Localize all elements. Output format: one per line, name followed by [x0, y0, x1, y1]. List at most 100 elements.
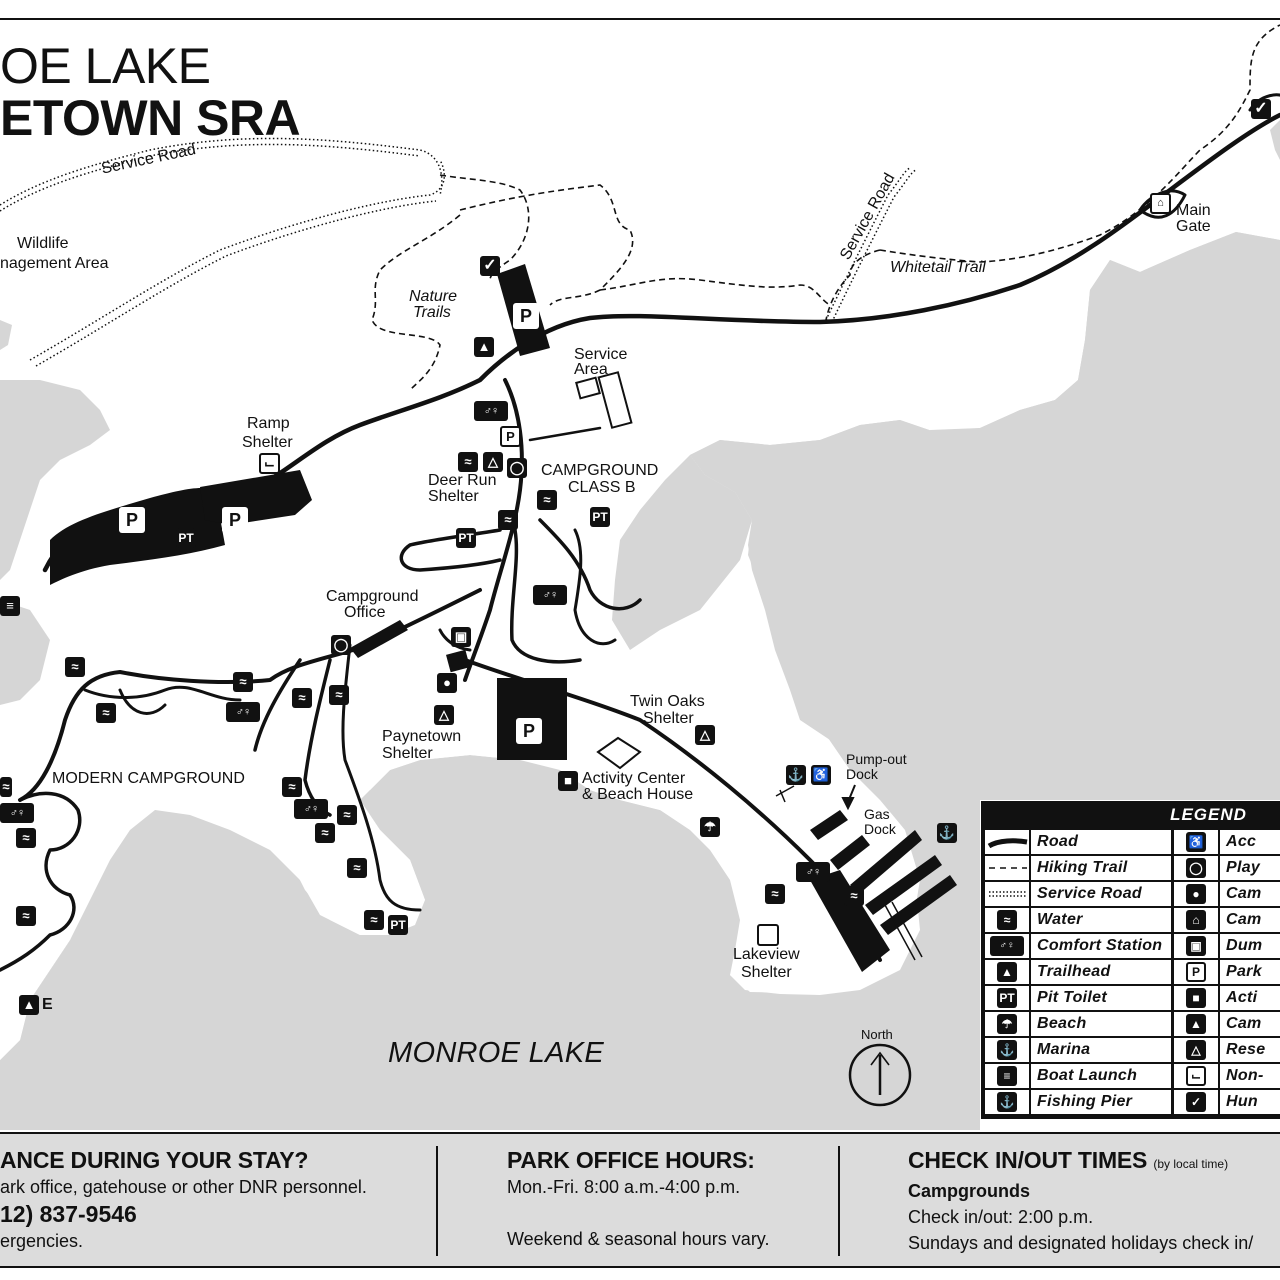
north-arrow	[848, 1043, 912, 1107]
label-main-gate-1: Main	[1176, 202, 1211, 219]
reserved-shelter-icon: △	[1174, 1038, 1218, 1062]
water-icon[interactable]: ≈	[337, 805, 357, 825]
water-icon[interactable]: ≈	[844, 886, 864, 906]
boat-launch-icon: ≡	[985, 1064, 1029, 1088]
restroom-icon[interactable]: ♂♀	[474, 401, 508, 421]
label-monroe-lake: MONROE LAKE	[388, 1037, 605, 1069]
dotted-line	[985, 882, 1029, 906]
non-reserved-shelter-icon[interactable]	[758, 925, 779, 946]
water-icon[interactable]: ≈	[96, 703, 116, 723]
legend-label: Acti	[1220, 986, 1280, 1010]
reserved-shelter-icon[interactable]: △	[695, 725, 715, 745]
title-line-2: ETOWN SRA	[0, 90, 301, 146]
camp-office-icon: ⌂	[1174, 908, 1218, 932]
restroom-icon[interactable]: ♂♀	[533, 585, 567, 605]
water-icon[interactable]: ≈	[315, 823, 335, 843]
boat-launch-icon-glyph: ≡	[997, 1066, 1017, 1086]
dump-station-icon[interactable]: ▣	[451, 627, 471, 647]
activity-icon: ■	[1174, 986, 1218, 1010]
check-in-subheading: Campgrounds	[908, 1181, 1031, 1201]
playground-icon-glyph: ◯	[1186, 858, 1206, 878]
hunting-icon[interactable]: ✓	[1251, 99, 1271, 119]
water-icon[interactable]: ≈	[292, 688, 312, 708]
office-hours-heading: PARK OFFICE HOURS:	[507, 1147, 755, 1173]
activity-icon[interactable]: ■	[558, 771, 578, 791]
restroom-icon[interactable]: ♂♀	[0, 803, 34, 823]
umbrella-icon[interactable]: ☂	[700, 817, 720, 837]
water-icon[interactable]: ≈	[364, 910, 384, 930]
water-icon: ≈	[985, 908, 1029, 932]
reserved-shelter-icon[interactable]: △	[434, 705, 454, 725]
anchor-icon[interactable]: ⚓	[937, 823, 957, 843]
water-icon[interactable]: ≈	[347, 858, 367, 878]
check-in-line-1: Check in/out: 2:00 p.m.	[908, 1207, 1094, 1227]
reserved-shelter-icon[interactable]: △	[483, 452, 503, 472]
restroom-icon[interactable]: ♂♀	[796, 862, 830, 882]
reserved-shelter-icon-glyph: △	[1186, 1040, 1206, 1060]
parking-icon[interactable]: P	[513, 303, 539, 329]
camp-store-icon-glyph: ●	[1186, 884, 1206, 904]
water-icon[interactable]: ≈	[282, 777, 302, 797]
pit-toilet-icon-glyph: PT	[997, 988, 1017, 1008]
pit-toilet-icon[interactable]: PT	[176, 528, 196, 548]
water-icon[interactable]: ≈	[498, 510, 518, 530]
hunting-icon[interactable]: ✓	[480, 256, 500, 276]
camp-office-icon-glyph: ⌂	[1186, 910, 1206, 930]
parking-icon[interactable]: P	[222, 507, 248, 533]
info-footer: ANCE DURING YOUR STAY? ark office, gateh…	[0, 1132, 1280, 1268]
legend-label: Rese	[1220, 1038, 1280, 1062]
tent-icon-glyph: ▲	[1186, 1014, 1206, 1034]
wheelchair-icon[interactable]: ♿	[811, 765, 831, 785]
non-reserved-shelter-icon[interactable]: ⌙	[259, 453, 280, 474]
label-paynetown-1: Paynetown	[382, 728, 462, 745]
boat-launch-icon[interactable]: ≡	[0, 596, 20, 616]
dump-station-icon-glyph: ▣	[1186, 936, 1206, 956]
camp-store-icon[interactable]: ●	[437, 673, 457, 693]
restroom-icon-glyph: ♂♀	[990, 936, 1024, 956]
label-wildlife-2: nagement Area	[0, 255, 109, 272]
parking-icon[interactable]: P	[500, 426, 521, 447]
label-main-gate-2: Gate	[1176, 218, 1211, 235]
label-office-2: Office	[344, 604, 386, 621]
water-icon[interactable]: ≈	[458, 452, 478, 472]
assistance-section: ANCE DURING YOUR STAY? ark office, gateh…	[0, 1146, 367, 1254]
camp-office-icon[interactable]: ⌂	[1150, 193, 1171, 214]
tent-icon[interactable]: ▲	[19, 995, 39, 1015]
water-icon[interactable]: ≈	[0, 777, 12, 797]
assistance-line-2: ergencies.	[0, 1231, 84, 1251]
hiker-icon[interactable]: ▲	[474, 337, 494, 357]
camp-store-icon: ●	[1174, 882, 1218, 906]
water-icon[interactable]: ≈	[329, 685, 349, 705]
office-hours-section: PARK OFFICE HOURS: Mon.-Fri. 8:00 a.m.-4…	[507, 1146, 769, 1252]
restroom-icon[interactable]: ♂♀	[226, 702, 260, 722]
pit-toilet-icon[interactable]: PT	[590, 507, 610, 527]
playground-icon[interactable]: ◯	[331, 635, 351, 655]
anchor-icon-glyph: ⚓	[997, 1040, 1017, 1060]
footer-divider	[838, 1146, 840, 1256]
label-twin-oaks-1: Twin Oaks	[630, 693, 705, 710]
water-icon[interactable]: ≈	[537, 490, 557, 510]
dump-station-icon: ▣	[1174, 934, 1218, 958]
label-deer-run-1: Deer Run	[428, 472, 497, 489]
playground-icon[interactable]: ◯	[507, 458, 527, 478]
parking-lots	[50, 264, 957, 972]
restroom-icon: ♂♀	[985, 934, 1029, 958]
parking-icon[interactable]: P	[516, 718, 542, 744]
water-icon[interactable]: ≈	[233, 672, 253, 692]
water-icon[interactable]: ≈	[65, 657, 85, 677]
legend-label: Road	[1031, 830, 1171, 854]
pit-toilet-icon: PT	[985, 986, 1029, 1010]
restroom-icon[interactable]: ♂♀	[294, 799, 328, 819]
pit-toilet-icon[interactable]: PT	[388, 915, 408, 935]
parking-icon[interactable]: P	[119, 507, 145, 533]
fishing-pier-icon[interactable]: ⚓	[786, 765, 806, 785]
label-lakeview-2: Shelter	[741, 964, 792, 981]
water-icon[interactable]: ≈	[765, 884, 785, 904]
water-icon[interactable]: ≈	[16, 828, 36, 848]
legend-label: Fishing Pier	[1031, 1090, 1171, 1114]
water-icon[interactable]: ≈	[16, 906, 36, 926]
assistance-phone[interactable]: 12) 837-9546	[0, 1201, 137, 1227]
pit-toilet-icon[interactable]: PT	[456, 528, 476, 548]
